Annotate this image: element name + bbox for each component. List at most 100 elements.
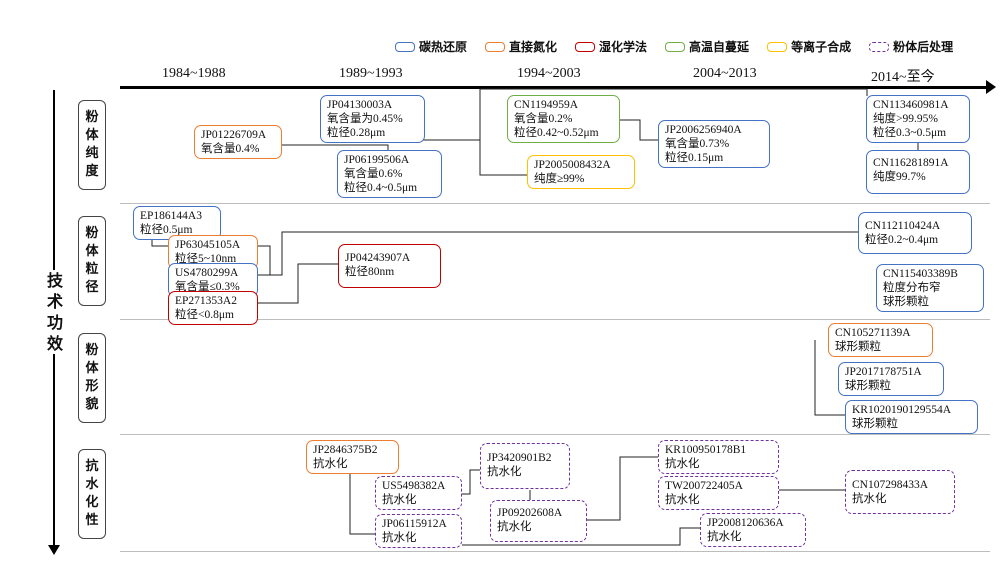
period-label: 1989~1993	[339, 66, 403, 81]
patent-number: JP2846375B2	[313, 444, 378, 456]
connector	[462, 527, 700, 546]
patent-number: JP06199506A	[344, 154, 410, 166]
legend-item-carbothermal: 碳热还原	[395, 38, 467, 55]
y-axis-char: 术	[46, 292, 63, 311]
patent-note: 粒径0.4~0.5μm	[344, 182, 418, 194]
category-char: 粉	[85, 343, 99, 358]
patent-number: JP01226709A	[201, 129, 267, 141]
legend-swatch	[395, 41, 415, 52]
row-separator	[120, 319, 990, 320]
category-char: 抗	[85, 459, 99, 474]
category-char: 体	[85, 244, 99, 259]
patent-number: KR100950178B1	[665, 444, 747, 456]
patent-node-jp2846375b2: JP2846375B2 抗水化	[306, 440, 399, 474]
patent-number: CN112110424A	[865, 220, 941, 232]
patent-note: 纯度>99.95%	[873, 113, 938, 125]
patent-note: 粒径0.5μm	[140, 224, 193, 236]
connector	[814, 340, 845, 416]
patent-node-jp06115912a: JP06115912A 抗水化	[375, 514, 462, 548]
patent-note: 纯度99.7%	[873, 171, 926, 183]
category-char: 粉	[85, 110, 99, 125]
patent-number: JP09202608A	[497, 507, 563, 519]
category-char: 水	[85, 477, 99, 492]
patent-node-cn112110424a: CN112110424A 粒径0.2~0.4μm	[858, 212, 972, 254]
patent-note: 球形颗粒	[883, 296, 929, 308]
patent-node-jp2006256940a: JP2006256940A 氧含量0.73% 粒径0.15μm	[658, 120, 770, 168]
patent-node-jp2005008432a: JP2005008432A 纯度≥99%	[527, 155, 635, 189]
connector	[258, 263, 338, 304]
patent-node-cn107298433a: CN107298433A 抗水化	[845, 470, 955, 514]
timeline-axis	[120, 86, 990, 89]
patent-number: CN115403389B	[883, 268, 958, 280]
row-separator	[120, 551, 990, 552]
connector	[258, 245, 271, 276]
category-char: 形	[85, 379, 99, 394]
patent-node-cn1194959a: CN1194959A 氧含量0.2% 粒径0.42~0.52μm	[507, 95, 620, 143]
patent-number: CN1194959A	[514, 99, 579, 111]
patent-number: CN116281891A	[873, 157, 949, 169]
patent-note: 抗水化	[497, 521, 532, 533]
patent-node-jp2008120636a: JP2008120636A 抗水化	[700, 513, 806, 547]
patent-note: 氧含量0.73%	[665, 138, 730, 150]
category-char: 纯	[85, 146, 99, 161]
patent-note: 粒径<0.8μm	[175, 309, 234, 321]
patent-number: CN113460981A	[873, 99, 949, 111]
connector	[349, 472, 375, 535]
patent-node-jp04243907a: JP04243907A 粒径80nm	[338, 244, 441, 288]
y-axis-char: 功	[46, 313, 63, 332]
legend-swatch	[665, 41, 686, 52]
patent-node-ep186144a3: EP186144A3 粒径0.5μm	[133, 206, 221, 240]
patent-number: JP2017178751A	[845, 366, 922, 378]
category-char: 性	[85, 513, 99, 528]
patent-note: 粒径0.2~0.4μm	[865, 234, 939, 246]
patent-number: CN105271139A	[835, 327, 911, 339]
y-axis-label: 技 术 功 效	[35, 270, 75, 354]
patent-number: JP2005008432A	[534, 159, 611, 171]
legend-item-direct-nitridation: 直接氮化	[485, 38, 557, 55]
patent-number: TW200722405A	[665, 480, 743, 492]
patent-node-jp09202608a: JP09202608A 抗水化	[490, 500, 587, 542]
patent-number: JP2006256940A	[665, 124, 742, 136]
patent-number: EP271353A2	[175, 295, 237, 307]
vertical-arrow-icon	[48, 545, 60, 555]
row-separator	[120, 203, 990, 204]
period-label: 2014~至今	[871, 70, 935, 85]
patent-node-cn116281891a: CN116281891A 纯度99.7%	[866, 150, 970, 194]
patent-note: 粒径0.28μm	[327, 127, 386, 139]
patent-node-cn105271139a: CN105271139A 球形颗粒	[828, 323, 933, 357]
patent-number: EP186144A3	[140, 210, 202, 222]
patent-note: 球形颗粒	[845, 380, 891, 392]
patent-node-kr1020190129554a: KR1020190129554A 球形颗粒	[845, 400, 978, 434]
category-char: 体	[85, 128, 99, 143]
patent-note: 氧含量0.4%	[201, 143, 260, 155]
category-hydration-resistance: 抗 水 化 性	[78, 449, 106, 539]
patent-number: JP2008120636A	[707, 517, 784, 529]
patent-node-jp04130003a: JP04130003A 氧含量为0.45% 粒径0.28μm	[320, 95, 425, 143]
patent-note: 氧含量0.2%	[514, 113, 573, 125]
legend-swatch	[485, 41, 506, 52]
patent-note: 粒径0.42~0.52μm	[514, 127, 599, 139]
patent-node-kr100950178b1: KR100950178B1 抗水化	[658, 440, 779, 474]
category-morphology: 粉 体 形 貌	[78, 333, 106, 423]
connector	[462, 469, 480, 495]
patent-note: 抗水化	[852, 493, 887, 505]
category-char: 度	[85, 164, 99, 179]
category-purity: 粉 体 纯 度	[78, 100, 106, 190]
legend-item-post-treatment: 粉体后处理	[869, 38, 953, 55]
patent-node-tw200722405a: TW200722405A 抗水化	[658, 476, 779, 510]
legend-swatch	[575, 41, 596, 52]
connector	[388, 139, 527, 176]
patent-node-ep271353a2: EP271353A2 粒径<0.8μm	[168, 291, 258, 325]
period-label: 1994~2003	[517, 66, 581, 81]
legend-swatch	[767, 41, 788, 52]
period-label: 1984~1988	[162, 66, 226, 81]
category-char: 化	[85, 495, 99, 510]
legend-label: 直接氮化	[509, 40, 558, 54]
y-axis-char: 技	[46, 271, 63, 290]
patent-note: 粒径0.15μm	[665, 152, 724, 164]
patent-number: US5498382A	[382, 480, 446, 492]
patent-node-jp3420901b2: JP3420901B2 抗水化	[480, 443, 570, 489]
patent-note: 粒径80nm	[345, 266, 395, 278]
category-particle-size: 粉 体 粒 径	[78, 216, 106, 306]
